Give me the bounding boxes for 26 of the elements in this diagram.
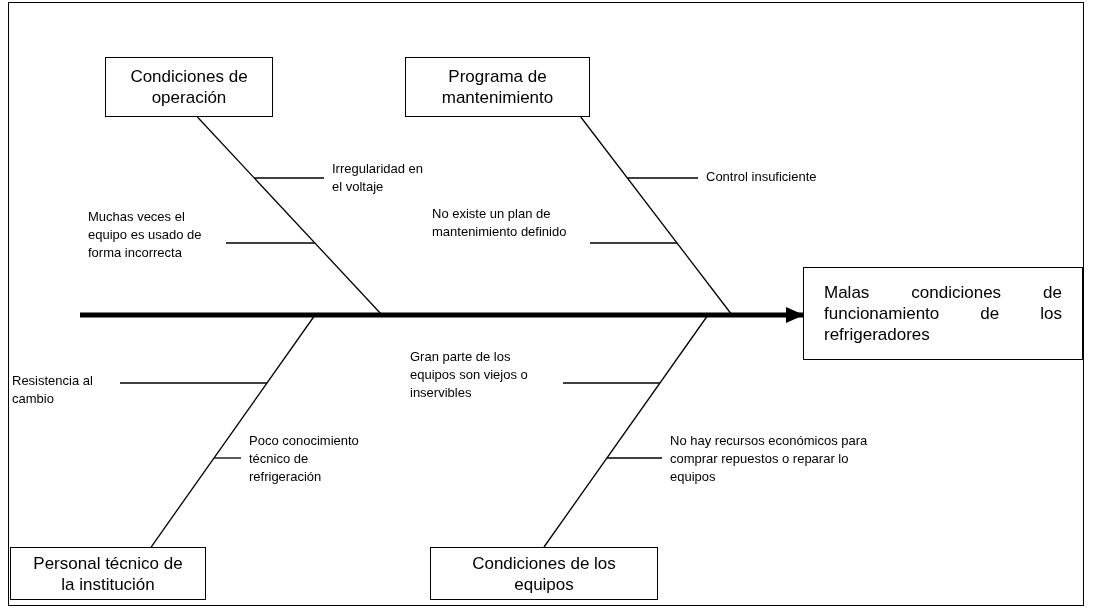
bone-line <box>580 116 733 316</box>
cause-line <box>626 177 699 179</box>
cause-text: Poco conocimiento técnico de refrigeración <box>249 432 371 490</box>
spine-arrow <box>80 307 804 323</box>
cause-text: Resistencia al cambio <box>12 372 112 412</box>
cause-line <box>119 382 268 384</box>
bone-line <box>543 314 709 548</box>
bone-line <box>150 314 316 548</box>
cause-text: Gran parte de los equipos son viejos o inservibles <box>410 348 555 406</box>
cause-text: Muchas veces el equipo es usado de forma incorrecta <box>88 208 218 266</box>
cause-line <box>253 177 325 179</box>
cause-line <box>589 242 678 244</box>
category-box: Condiciones de operación <box>105 57 273 117</box>
category-box: Condiciones de los equipos <box>430 547 658 600</box>
cause-line <box>562 382 661 384</box>
category-box: Personal técnico de la institución <box>10 547 206 600</box>
cause-line <box>606 457 663 459</box>
cause-text: Control insuficiente <box>706 168 866 188</box>
bone-line <box>196 116 383 316</box>
cause-line <box>225 242 316 244</box>
cause-text: No existe un plan de mantenimiento definido <box>432 205 582 263</box>
effect-box: Malas condiciones de funcionamiento de los refrigeradores <box>803 267 1083 360</box>
cause-line <box>213 457 242 459</box>
category-box: Programa de mantenimiento <box>405 57 590 117</box>
cause-text: Irregularidad en el voltaje <box>332 160 432 200</box>
cause-text: No hay recursos económicos para comprar repuestos o reparar lo equipos <box>670 432 875 490</box>
